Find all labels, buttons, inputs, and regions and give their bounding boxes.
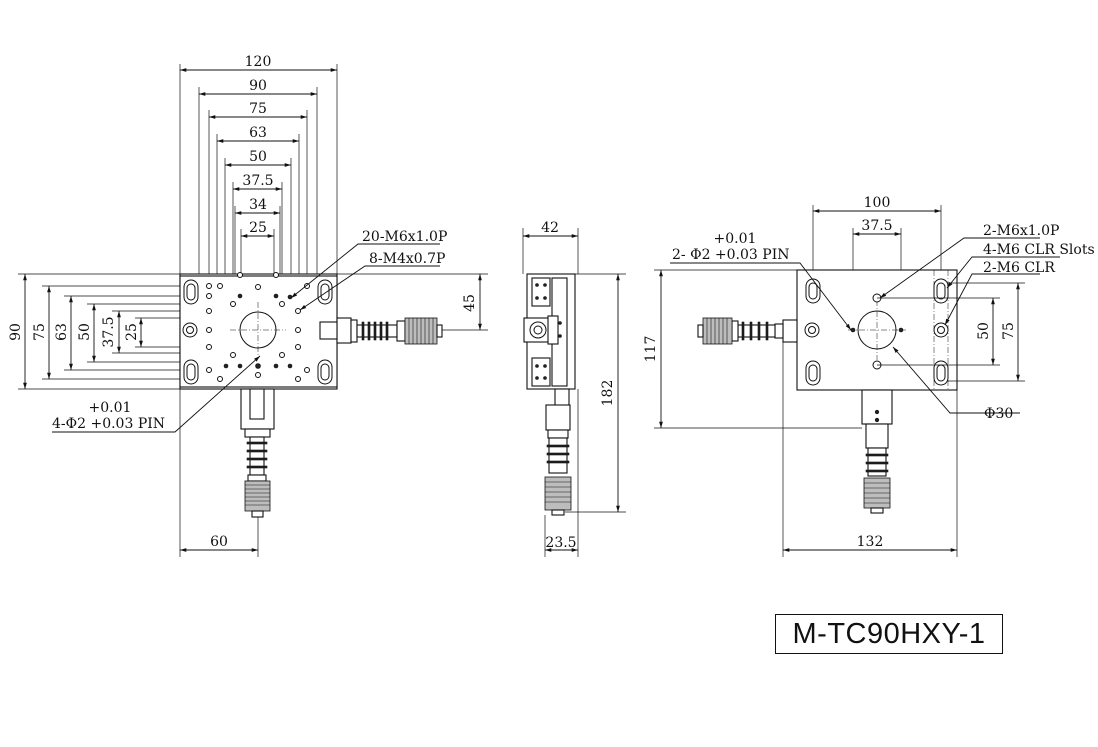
rear-left-micrometer (697, 317, 798, 345)
front-dim-120: 120 (245, 54, 272, 70)
front-dim-63-left: 63 (54, 323, 70, 341)
rear-dim-50: 50 (976, 322, 992, 340)
rear-pin-callout: 2- Φ2 +0.03 PIN (672, 247, 789, 263)
side-dim-42: 42 (541, 220, 559, 236)
rear-pin-tolerance: +0.01 (714, 231, 757, 247)
rear-dim-37-5: 37.5 (861, 218, 892, 234)
rear-bore-label: Φ30 (984, 406, 1013, 422)
front-dim-45: 45 (462, 294, 478, 312)
front-top-extension-lines (179, 64, 338, 274)
front-bottom-micrometer (240, 388, 275, 518)
front-dim-37-5-top: 37.5 (242, 173, 273, 189)
front-pin-tolerance: +0.01 (89, 400, 132, 416)
rear-view: 100 37.5 (643, 195, 1095, 557)
rear-callout-slots: 4-M6 CLR Slots (983, 242, 1095, 258)
rear-dim-100: 100 (864, 195, 891, 211)
front-dim-34-top: 34 (249, 197, 267, 213)
front-dim-50-left: 50 (77, 323, 93, 341)
front-callout-m6-tap: 20-M6x1.0P (362, 229, 447, 245)
front-view: 120 90 75 63 50 37.5 34 25 90 75 63 50 3… (8, 54, 488, 557)
front-callout-m4-tap: 8-M4x0.7P (369, 251, 445, 267)
rear-dim-132: 132 (857, 534, 884, 550)
front-dim-75-left: 75 (32, 323, 48, 341)
model-number: M-TC90HXY-1 (792, 617, 986, 650)
front-right-micrometer (319, 317, 443, 345)
rear-callout-tap: 2-M6x1.0P (983, 223, 1059, 239)
front-dim-37-5-left: 37.5 (101, 316, 117, 347)
rear-callout-clr: 2-M6 CLR (983, 260, 1055, 276)
rear-dim-117: 117 (643, 336, 659, 363)
front-dim-60: 60 (210, 534, 228, 550)
front-pin-callout: 4-Φ2 +0.03 PIN (52, 416, 165, 432)
rear-dim-75: 75 (1001, 322, 1017, 340)
side-dim-182: 182 (600, 380, 616, 407)
front-dim-25-top: 25 (249, 220, 267, 236)
front-tapped-holes (206, 272, 310, 382)
front-dim-75-top: 75 (249, 101, 267, 117)
side-view: 42 1 (522, 220, 626, 557)
front-dim-90-left: 90 (8, 323, 24, 341)
front-dim-50-top: 50 (249, 149, 267, 165)
model-title-box: M-TC90HXY-1 (775, 614, 1003, 654)
front-dim-63-top: 63 (249, 125, 267, 141)
front-dim-25-left: 25 (124, 323, 140, 341)
side-dim-23-5: 23.5 (545, 535, 576, 551)
rear-bottom-micrometer (861, 389, 893, 514)
front-dim-90-top: 90 (249, 78, 267, 94)
